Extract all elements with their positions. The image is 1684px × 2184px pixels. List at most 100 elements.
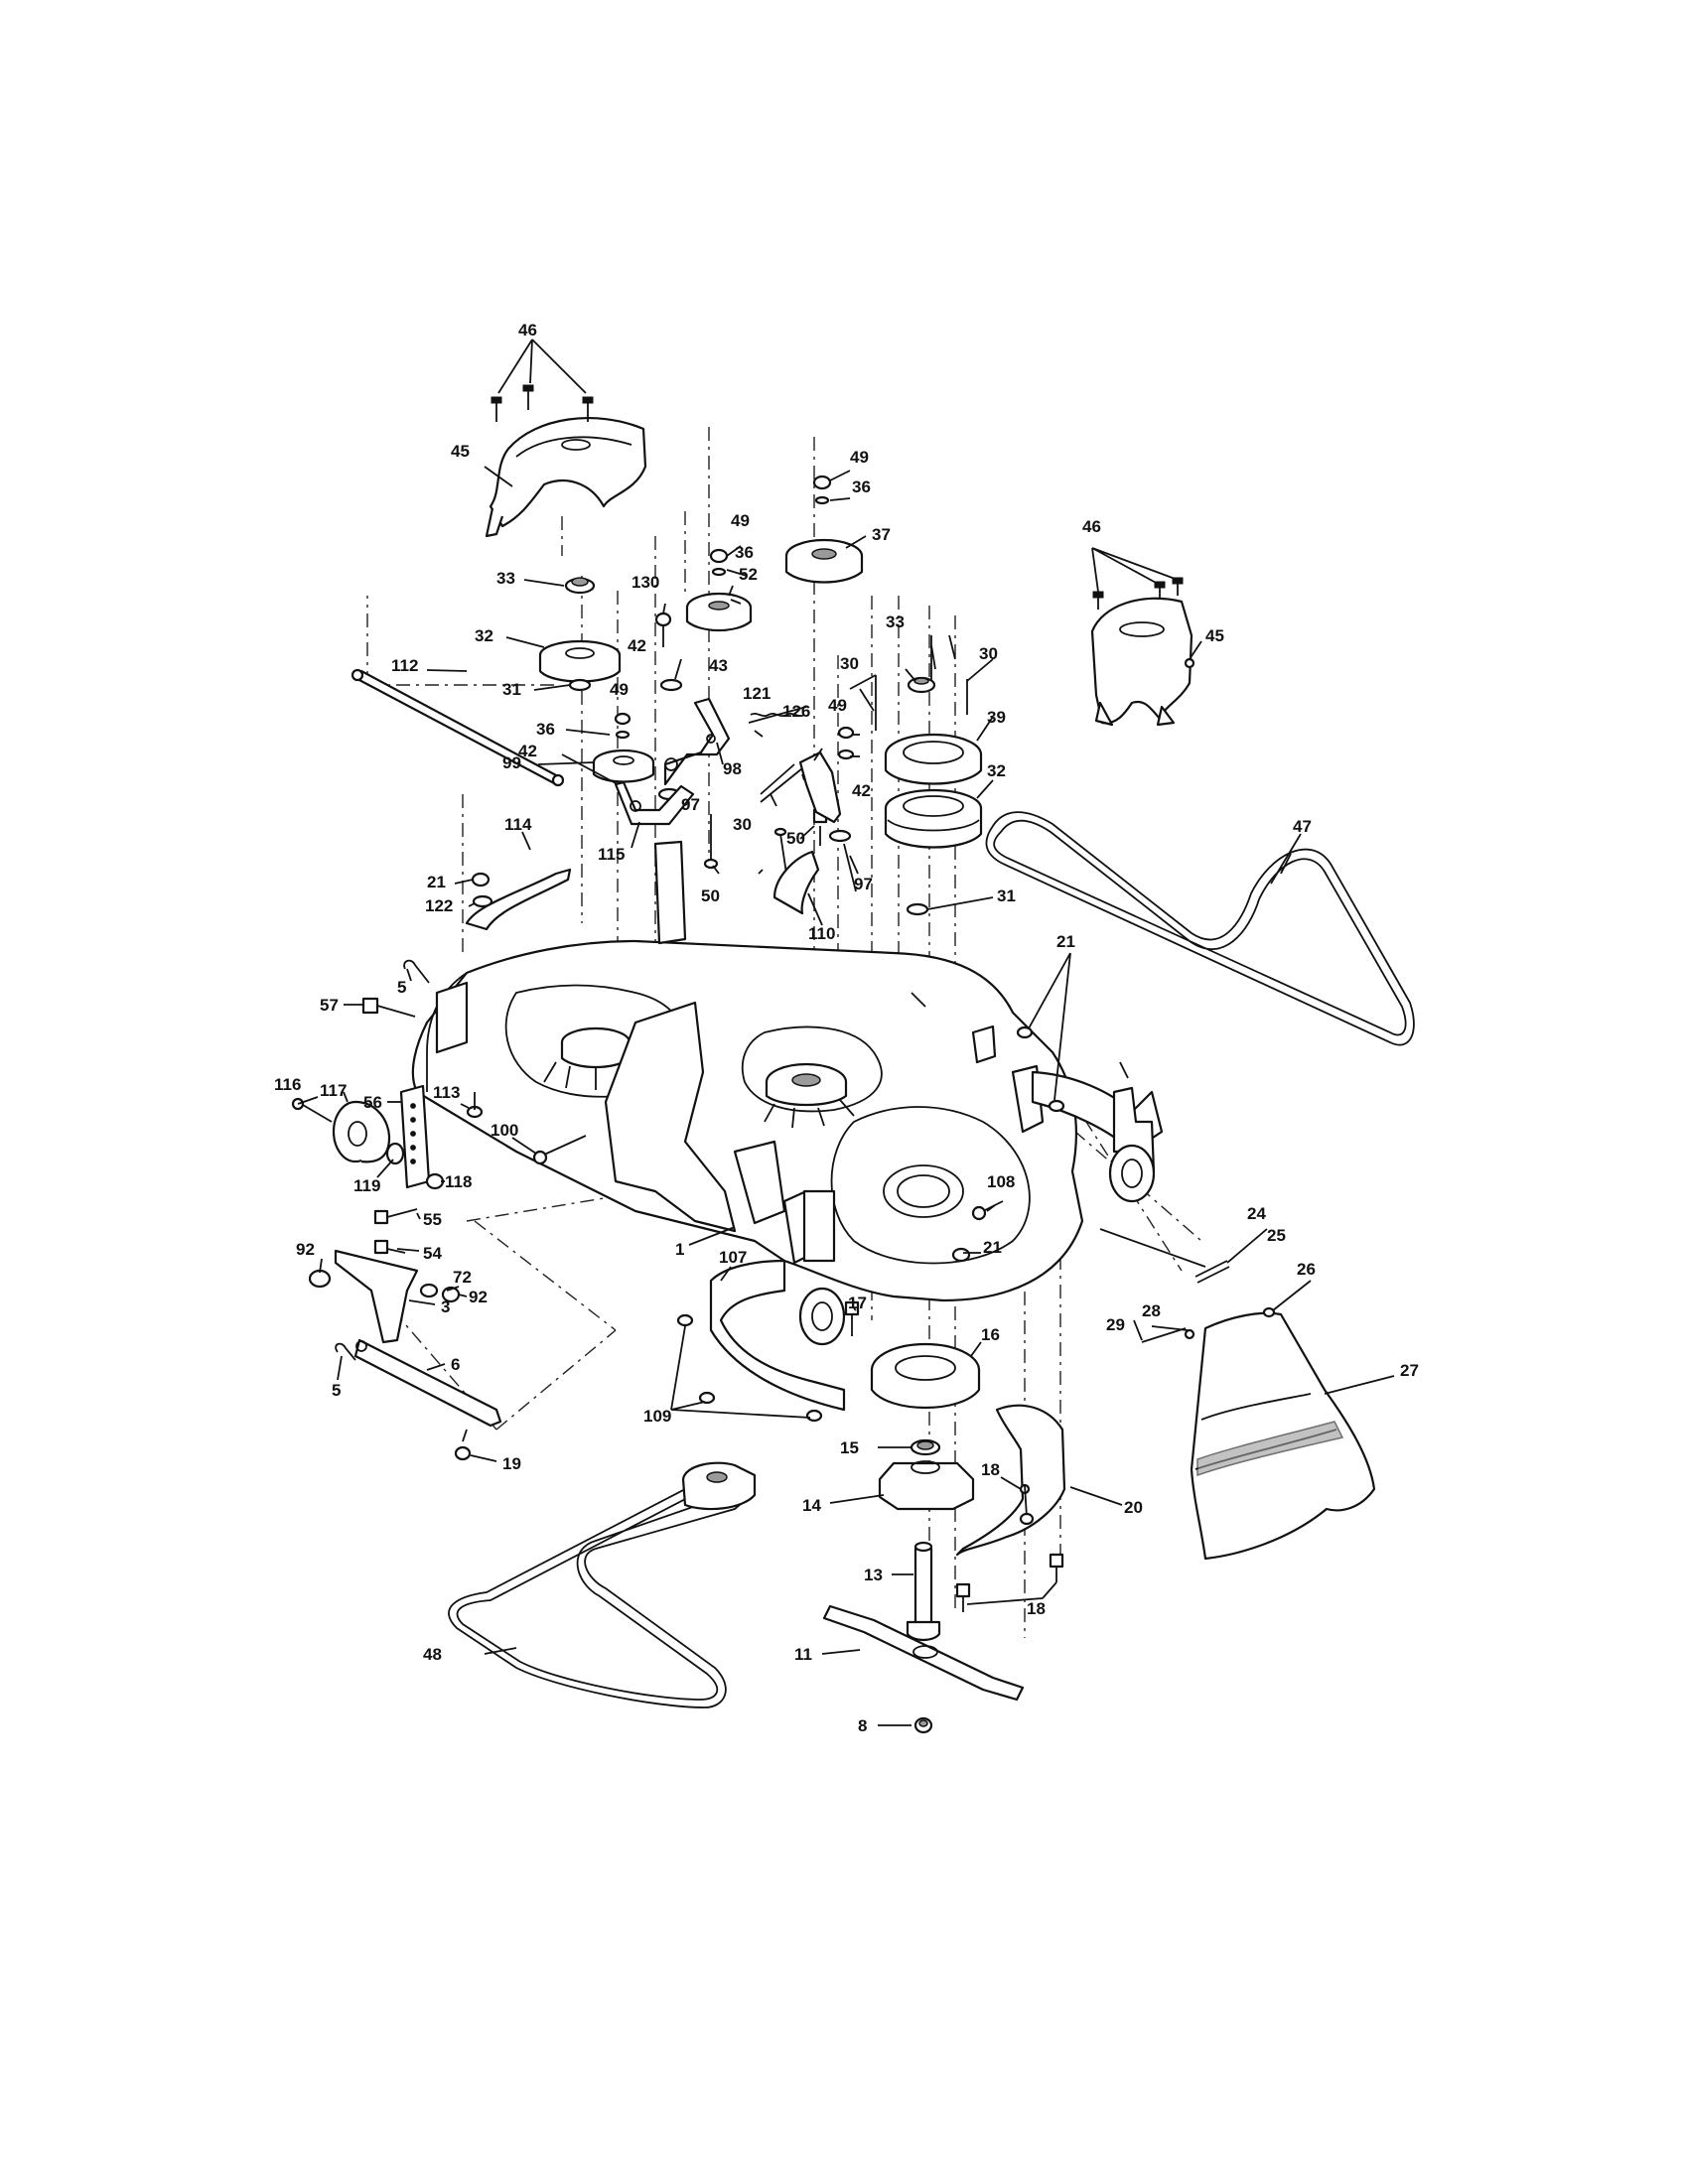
spindle-left-on-deck: [543, 1026, 648, 1090]
bolt-57: [361, 997, 416, 1018]
callout-114: 114: [504, 815, 532, 834]
callout-27: 27: [1400, 1361, 1419, 1380]
belt-cover-left: [485, 417, 647, 538]
callout-46-right: 46: [1082, 517, 1101, 536]
callout-6: 6: [451, 1355, 460, 1374]
bolt-30-a: [773, 827, 787, 875]
callout-130: 130: [632, 573, 659, 592]
callout-1: 1: [675, 1240, 684, 1259]
bolt-55: [373, 1208, 418, 1225]
idler-arm-43: [663, 697, 731, 786]
pulley-on-belt-48: [681, 1461, 757, 1511]
nut-109-a: [676, 1313, 694, 1327]
bracket-115: [614, 780, 695, 826]
callout-15: 15: [840, 1438, 859, 1457]
callout-109: 109: [643, 1407, 671, 1426]
callout-8: 8: [858, 1716, 867, 1735]
callout-112: 112: [391, 656, 418, 675]
callout-17: 17: [848, 1294, 867, 1312]
callout-97-a: 97: [681, 795, 700, 814]
spindle-base-14: [878, 1460, 975, 1511]
washer-122: [472, 894, 493, 908]
callout-98: 98: [723, 759, 742, 778]
callout-36-c: 36: [852, 478, 871, 496]
callout-49-c: 49: [850, 448, 869, 467]
pulley-32-left: [538, 639, 622, 683]
callout-50-b: 50: [786, 829, 805, 848]
bolt-17: [844, 1300, 860, 1336]
callout-56: 56: [363, 1093, 382, 1112]
deck-mount-brackets: [435, 840, 1164, 1265]
callout-25: 25: [1267, 1226, 1286, 1245]
callout-46-left: 46: [518, 321, 537, 340]
callout-126: 126: [782, 702, 810, 721]
callout-39: 39: [987, 708, 1006, 727]
belt-cover-right: [1090, 597, 1195, 727]
nut-21-a: [471, 872, 491, 887]
chute-27: [1190, 1311, 1376, 1561]
callout-18-a: 18: [981, 1460, 1000, 1479]
bolt-130: [654, 612, 672, 647]
callout-30-b: 30: [840, 654, 859, 673]
baffle-107: [709, 1259, 846, 1412]
bolt-18-a: [1019, 1484, 1035, 1526]
washer-36-a: [615, 730, 631, 740]
nut-26: [1262, 1306, 1276, 1318]
nut-109-b: [698, 1391, 716, 1405]
bolt-113: [466, 1092, 484, 1119]
spring-98: [760, 763, 803, 803]
callout-110: 110: [808, 924, 835, 943]
blade-11: [822, 1604, 1025, 1702]
callout-108: 108: [987, 1172, 1015, 1191]
callout-49-d: 49: [828, 696, 847, 715]
callout-33-right: 33: [886, 613, 905, 631]
callout-36-b: 36: [735, 543, 754, 562]
callout-21-a: 21: [427, 873, 446, 891]
spring-121: [748, 706, 807, 724]
bracket-3: [334, 1249, 419, 1344]
callout-115: 115: [598, 845, 625, 864]
nut-21-b: [1016, 1025, 1065, 1113]
spindle-center-on-deck: [764, 1062, 855, 1129]
callout-32-right: 32: [987, 761, 1006, 780]
callout-5-b: 5: [332, 1381, 341, 1400]
callout-30-a: 30: [733, 815, 752, 834]
bolt-8: [913, 1716, 933, 1734]
washer-36-b: [711, 567, 727, 577]
callout-16: 16: [981, 1325, 1000, 1344]
callout-50-a: 50: [701, 887, 720, 905]
washer-42-a: [659, 678, 683, 692]
washer-42-b: [837, 749, 855, 760]
callout-45-right: 45: [1205, 626, 1224, 645]
callout-99: 99: [502, 753, 521, 772]
nut-49-a: [614, 712, 632, 726]
callout-55: 55: [423, 1210, 442, 1229]
callout-14: 14: [802, 1496, 821, 1515]
deck-wheel-right: [1108, 1144, 1156, 1203]
callout-24: 24: [1247, 1204, 1266, 1223]
bolt-100: [532, 1135, 587, 1165]
callout-42-a: 42: [518, 742, 537, 760]
callout-19: 19: [502, 1454, 521, 1473]
callout-72: 72: [453, 1268, 472, 1287]
bolt-18-c: [955, 1582, 971, 1612]
callout-52: 52: [739, 565, 758, 584]
callout-28: 28: [1142, 1301, 1161, 1320]
wheel-117: [332, 1100, 391, 1163]
leader-lines: [297, 339, 1395, 1726]
callout-29: 29: [1106, 1315, 1125, 1334]
idler-bracket-126: [798, 751, 842, 824]
callout-92-right: 92: [469, 1288, 488, 1306]
nut-92-left: [308, 1269, 332, 1289]
clip-5-b: [335, 1342, 356, 1361]
callout-45-left: 45: [451, 442, 470, 461]
nut-109-c: [805, 1409, 823, 1423]
callout-118: 118: [445, 1172, 472, 1191]
bracket-110: [772, 850, 820, 915]
washer-72: [419, 1283, 439, 1298]
callout-119: 119: [353, 1176, 380, 1195]
callout-3: 3: [441, 1297, 450, 1316]
screws-46-left: [491, 384, 594, 422]
nut-49-b: [709, 548, 729, 564]
